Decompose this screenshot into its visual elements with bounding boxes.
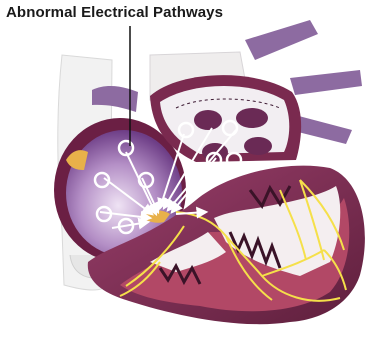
heart-illustration: [0, 0, 378, 348]
heart-diagram: Abnormal Electrical Pathways: [0, 0, 378, 348]
